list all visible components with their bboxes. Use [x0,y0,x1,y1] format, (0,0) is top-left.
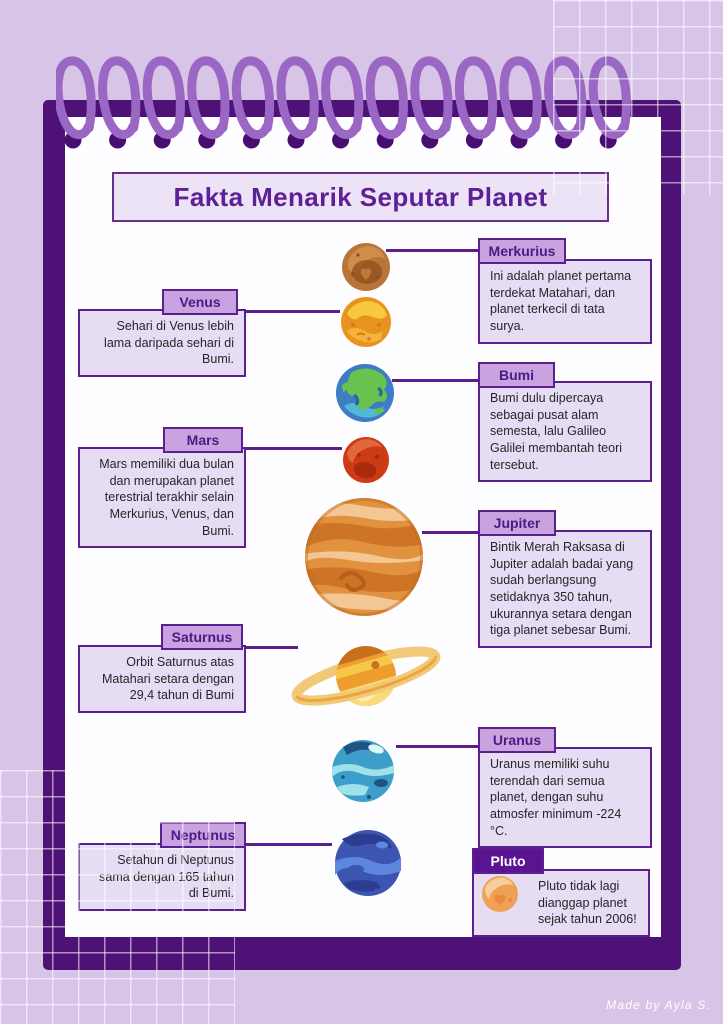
planet-name-label-saturnus: Saturnus [161,624,243,650]
spiral-ring-icon [415,61,448,149]
spiral-ring-icon [192,61,225,149]
spiral-ring-icon [549,61,582,149]
connector-line-mars [246,447,342,450]
planet-name-label-jupiter: Jupiter [478,510,556,536]
connector-line-neptunus [246,843,332,846]
planet-fact-neptunus: Setahun di Neptunus sama dengan 165 tahu… [78,843,246,911]
venus-planet-icon [341,297,391,347]
title-box: Fakta Menarik Seputar Planet [112,172,609,222]
spiral-ring-icon [103,61,136,149]
planet-fact-mars: Mars memiliki dua bulan dan merupakan pl… [78,447,246,549]
planet-fact-venus: Sehari di Venus lebih lama daripada seha… [78,309,246,377]
merkurius-planet-icon [342,243,390,291]
neptunus-planet-icon [335,830,401,896]
spiral-ring-icon [281,61,314,149]
spiral-ring-icon [593,61,626,149]
planet-fact-saturnus: Orbit Saturnus atas Matahari setara deng… [78,645,246,713]
planet-fact-bumi: Bumi dulu dipercaya sebagai pusat alam s… [478,381,652,483]
spiral-ring-icon [370,61,403,149]
planet-name-label-neptunus: Neptunus [160,822,246,848]
planet-name-label-mars: Mars [163,427,243,453]
connector-line-bumi [392,379,478,382]
pluto-planet-icon [482,876,518,912]
planet-name-label-merkurius: Merkurius [478,238,566,264]
credit-text: Made by Ayla S. [606,998,711,1012]
uranus-planet-icon [332,740,394,802]
planet-name-label-venus: Venus [162,289,238,315]
spiral-binding [56,56,636,168]
connector-line-venus [246,310,340,313]
mars-planet-icon [343,437,389,483]
spiral-ring-icon [326,61,359,149]
planet-fact-jupiter: Bintik Merah Raksasa di Jupiter adalah b… [478,530,652,648]
planet-fact-uranus: Uranus memiliki suhu terendah dari semua… [478,747,652,849]
planet-name-label-pluto: Pluto [472,848,544,874]
planet-fact-merkurius: Ini adalah planet pertama terdekat Matah… [478,259,652,344]
saturnus-planet-icon [291,638,441,714]
spiral-ring-icon [58,61,91,149]
jupiter-planet-icon [305,498,423,616]
connector-line-jupiter [422,531,478,534]
connector-line-uranus [396,745,478,748]
connector-line-saturnus [246,646,298,649]
spiral-ring-icon [236,61,269,149]
spiral-ring-icon [504,61,537,149]
bumi-planet-icon [336,364,394,422]
spiral-ring-icon [147,61,180,149]
spiral-ring-icon [459,61,492,149]
planet-name-label-bumi: Bumi [478,362,555,388]
connector-line-merkurius [386,249,478,252]
page-title: Fakta Menarik Seputar Planet [173,181,548,212]
planet-name-label-uranus: Uranus [478,727,556,753]
